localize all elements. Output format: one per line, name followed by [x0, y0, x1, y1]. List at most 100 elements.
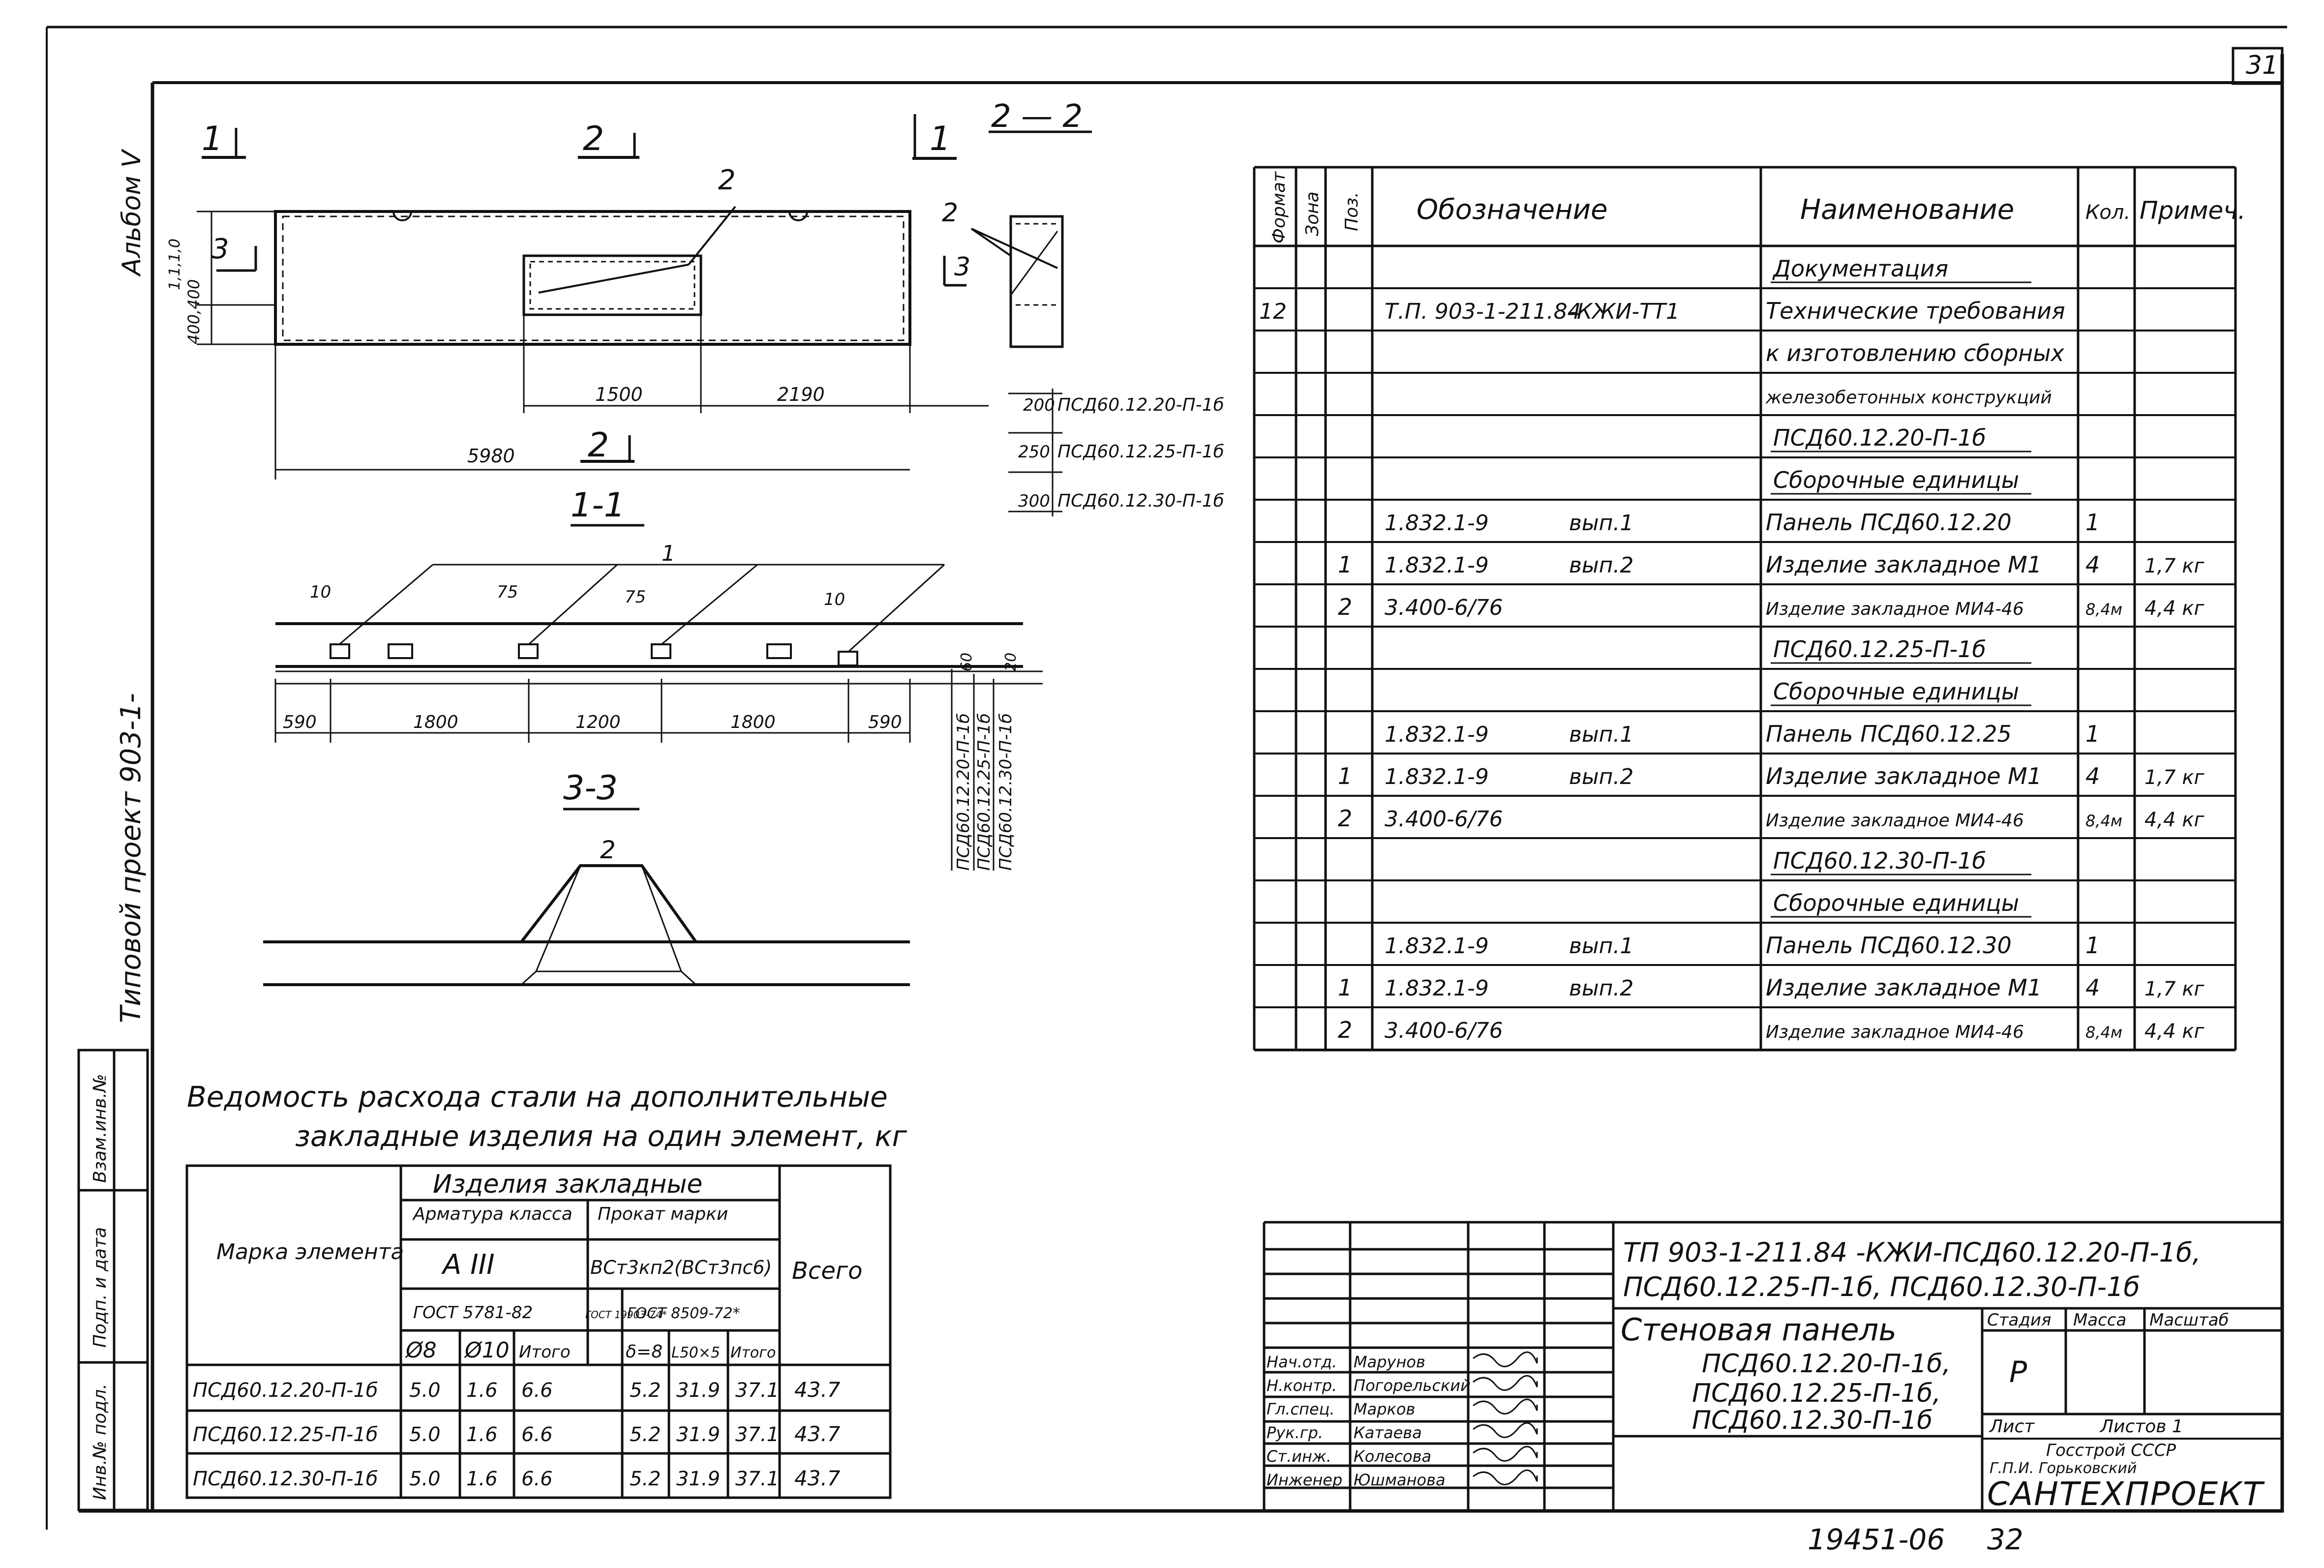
section-1-1 — [274, 564, 1043, 871]
steel-h-rebar: Арматура класса — [412, 1204, 573, 1224]
dim-1800-left: 1800 — [413, 712, 458, 732]
variant-thk-250: 250 — [1018, 442, 1050, 462]
spec-cell-qty: 4 — [2085, 551, 2100, 578]
dim-60: 60 — [958, 653, 975, 671]
spec-cell-note: 4,4 кг — [2144, 809, 2204, 831]
spec-cell-name: Сборочные единицы — [1773, 890, 2019, 916]
spec-cell-version: вып.2 — [1569, 764, 1633, 789]
dim-10-left: 10 — [310, 582, 331, 602]
steel-h-items: Изделия закладные — [433, 1170, 702, 1199]
cut-2-label-top: 2 — [583, 120, 604, 158]
variant-thk-200: 200 — [1023, 395, 1055, 415]
spec-cell-qty: 1 — [2085, 932, 2100, 959]
pos-3-section: 3 — [954, 252, 970, 282]
spec-cell-name: Изделие закладное МИ4-46 — [1766, 599, 2024, 619]
cut-2-label-bottom: 2 — [588, 426, 609, 465]
tb-org-1: Госстрой СССР — [2046, 1441, 2176, 1460]
steel-h-rebar-gost: ГОСТ 5781-82 — [413, 1303, 533, 1323]
steel-title-2: закладные изделия на один элемент, кг — [295, 1119, 907, 1153]
spec-cell-designation: 1.832.1-9 — [1385, 722, 1489, 747]
steel-row-value: 37.1 — [735, 1379, 779, 1402]
dim-10-right: 10 — [824, 590, 845, 609]
tb-signature — [1473, 1422, 1538, 1438]
tb-stage-label: Стадия — [1987, 1310, 2051, 1330]
spec-h-format: Формат — [1269, 171, 1289, 243]
dim-1500: 1500 — [595, 384, 643, 405]
spec-cell-name: Сборочные единицы — [1773, 678, 2019, 705]
title-block-grid — [1263, 1221, 2282, 1510]
spec-cell-version: -КЖИ-ТТ1 — [1569, 299, 1680, 324]
spec-cell-name: Изделие закладное МИ4-46 — [1766, 811, 2024, 831]
steel-col-thk: δ=8 — [626, 1342, 663, 1362]
section-2-2 — [943, 215, 1064, 516]
bottom-number: 19451-06 — [1808, 1523, 1945, 1556]
tb-person-role: Ст.инж. — [1267, 1447, 1331, 1466]
spec-cell-note: 4,4 кг — [2144, 597, 2204, 620]
stamp-replace-label: Взам.инв.№ — [90, 1074, 110, 1183]
project-label: Типовой проект 903-1- — [115, 693, 147, 1023]
pos-2-section-3: 2 — [600, 836, 616, 864]
tb-sheet-label: Лист — [1989, 1417, 2035, 1437]
tb-mark-1: ПСД60.12.20-П-1б, — [1702, 1349, 1951, 1379]
dim-1200: 1200 — [575, 712, 621, 732]
spec-cell-version: вып.2 — [1569, 976, 1633, 1001]
dim-75-right: 75 — [625, 587, 646, 607]
spec-cell-name: ПСД60.12.30-П-1б — [1773, 847, 1986, 874]
spec-cell-name: Изделие закладное М1 — [1766, 763, 2042, 789]
spec-h-name: Наименование — [1800, 194, 2014, 226]
stamp-sign-label: Подп. и дата — [90, 1227, 110, 1348]
side-labels: Альбом V Типовой проект 903-1- — [115, 149, 147, 1023]
spec-cell-version: вып.2 — [1569, 553, 1633, 578]
pos-2-section: 2 — [942, 198, 958, 228]
spec-cell-pos: 2 — [1338, 1017, 1352, 1043]
spec-cell-version: вып.1 — [1569, 722, 1633, 747]
spec-cell-note: 1,7 кг — [2144, 766, 2204, 789]
steel-row-mark: ПСД60.12.25-П-1б — [193, 1423, 378, 1446]
spec-cell-qty: 4 — [2085, 974, 2100, 1001]
steel-col-angle: L50×5 — [671, 1344, 720, 1361]
steel-row-value: 37.1 — [735, 1468, 779, 1490]
steel-row-value: 6.6 — [521, 1423, 553, 1446]
variant-mark-300: ПСД60.12.30-П-1б — [1057, 491, 1224, 511]
spec-cell-designation: 3.400-6/76 — [1385, 595, 1503, 620]
steel-title-1: Ведомость расхода стали на дополнительны… — [187, 1080, 888, 1114]
steel-h-total: Всего — [792, 1257, 862, 1285]
spec-cell-name: Панель ПСД60.12.20 — [1766, 509, 2012, 536]
section-2-2-title: 2 — 2 — [991, 98, 1083, 135]
steel-h-rolled-grade: ВСт3кп2(ВСт3пс6) — [590, 1257, 772, 1278]
spec-cell-pos: 1 — [1338, 974, 1352, 1001]
tb-sheets-label: Листов 1 — [2099, 1417, 2183, 1437]
vert-mark-25: ПСД60.12.25-П-1б — [974, 713, 994, 871]
spec-cell-name: Панель ПСД60.12.25 — [1766, 721, 2012, 747]
dim-590-left: 590 — [283, 712, 317, 732]
vert-mark-20: ПСД60.12.20-П-1б — [954, 713, 973, 871]
dim-height-total: 1,1,1,0 — [166, 239, 183, 290]
spec-h-qty: Кол. — [2085, 201, 2130, 224]
spec-cell-name: ПСД60.12.25-П-1б — [1773, 636, 1986, 663]
steel-col-total2: Итого — [730, 1344, 776, 1361]
steel-row-total: 43.7 — [794, 1466, 841, 1490]
steel-row-value: 6.6 — [521, 1379, 553, 1402]
spec-cell-designation: 1.832.1-9 — [1385, 976, 1489, 1001]
tb-stage: Р — [2009, 1355, 2027, 1389]
cut-1-label-left: 1 — [202, 120, 223, 158]
spec-cell-pos: 1 — [1338, 763, 1352, 789]
spec-cell-name: Изделие закладное МИ4-46 — [1766, 1022, 2024, 1042]
steel-row-value: 1.6 — [466, 1379, 498, 1402]
dim-75-left: 75 — [497, 582, 518, 602]
spec-cell-designation: 1.832.1-9 — [1385, 764, 1489, 789]
tb-org-logo: САНТЕХПРОЕКТ — [1987, 1475, 2265, 1513]
tb-people: Нач.отд.МаруновН.контр.ПогорельскийГл.сп… — [1267, 1351, 1538, 1489]
section-3-3 — [263, 864, 910, 986]
steel-row-value: 5.2 — [630, 1423, 661, 1446]
tb-person-name: Юшманова — [1354, 1471, 1446, 1489]
spec-cell-pos: 2 — [1338, 805, 1352, 832]
spec-cell-qty: 8,4м — [2085, 1023, 2122, 1042]
pos-3-callout: 3 — [211, 233, 229, 265]
spec-cell-note: 1,7 кг — [2144, 555, 2204, 577]
side-stamp — [77, 1049, 149, 1511]
spec-cell-qty: 8,4м — [2085, 600, 2122, 619]
section-3-3-title: 3-3 — [563, 769, 618, 808]
